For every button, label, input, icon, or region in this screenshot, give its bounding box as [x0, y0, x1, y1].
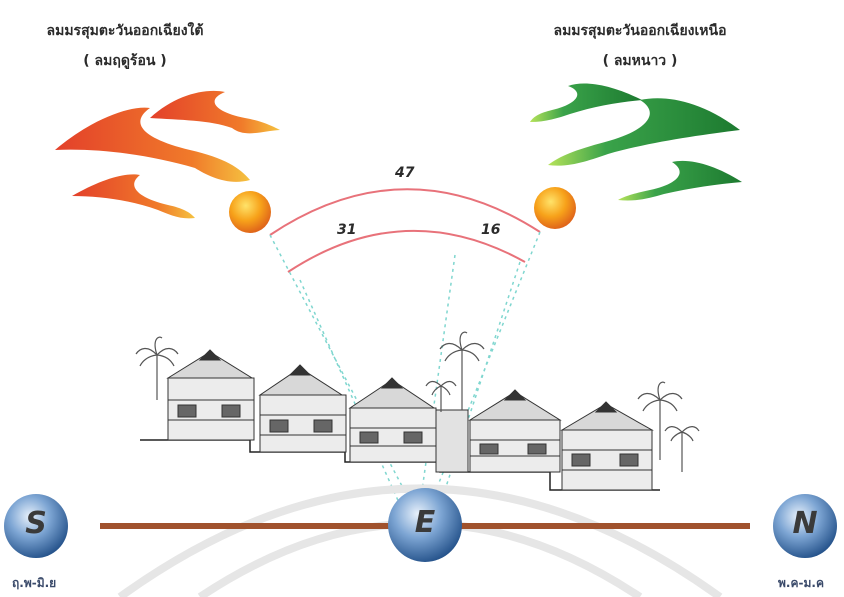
palm-tree — [135, 336, 179, 400]
compass-east-label: E — [414, 505, 436, 540]
sun-left — [229, 191, 271, 233]
inner-arc — [287, 229, 526, 273]
warm-wind-arrow — [150, 90, 280, 134]
north-period-label: พ.ค-ม.ค — [778, 576, 824, 590]
warm-wind-arrow — [55, 107, 250, 182]
warm-wind-arrow — [72, 174, 195, 219]
outer-arc — [269, 188, 541, 236]
cool-wind-arrow — [530, 83, 642, 122]
cool-wind-arrows — [530, 83, 742, 201]
northeast-monsoon-subtitle: ( ลมหนาว ) — [602, 53, 678, 69]
palm-tree — [637, 381, 683, 460]
angle-inner-right-label: 16 — [481, 222, 501, 238]
building-elevation — [140, 349, 660, 491]
southwest-monsoon-subtitle: ( ลมฤดูร้อน ) — [83, 53, 167, 69]
orb-east — [388, 488, 462, 562]
compass-south-label: S — [25, 506, 47, 541]
cool-wind-arrow — [548, 98, 740, 166]
palm-tree — [664, 426, 700, 472]
compass-north-label: N — [792, 506, 818, 541]
warm-wind-arrows — [55, 90, 280, 219]
northeast-monsoon-title: ลมมรสุมตะวันออกเฉียงเหนือ — [553, 23, 727, 39]
palm-tree — [425, 380, 457, 412]
southwest-monsoon-title: ลมมรสุมตะวันออกเฉียงใต้ — [46, 23, 204, 39]
angle-outer-label: 47 — [395, 165, 415, 181]
orb-south — [4, 494, 68, 558]
sun-right — [534, 187, 576, 229]
cool-wind-arrow — [618, 160, 742, 201]
south-period-label: ฤ.พ-มิ.ย — [12, 576, 57, 590]
palm-tree — [439, 331, 485, 410]
angle-inner-left-label: 31 — [337, 222, 357, 238]
orb-north — [773, 494, 837, 558]
palm-trees — [135, 331, 700, 472]
